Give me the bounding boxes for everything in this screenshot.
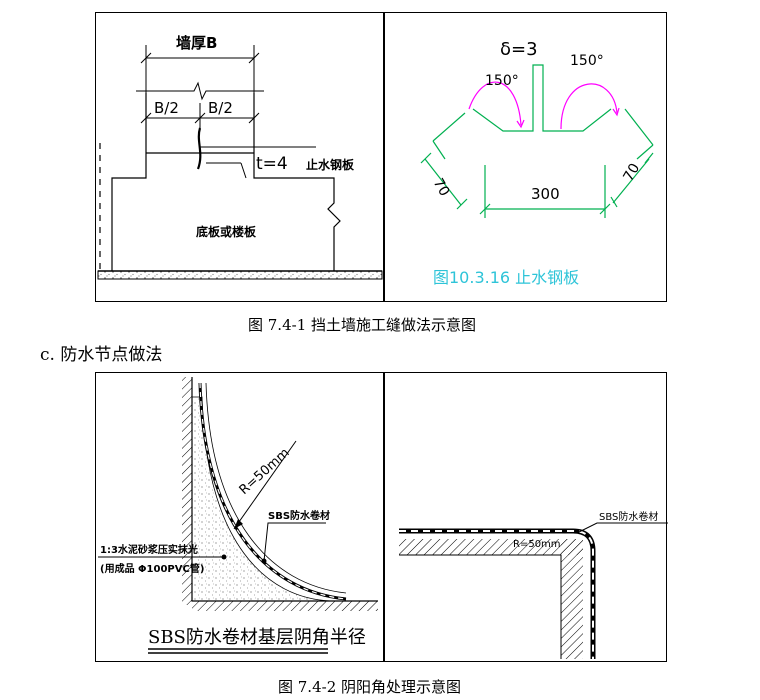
- membrane-label: SBS防水卷材: [268, 509, 330, 522]
- plate-profile: [420, 64, 654, 218]
- fig1-left-panel: 墙厚B B/2 B/2 t=4 止水钢板 底板或楼板: [95, 12, 384, 302]
- delta-label: δ=3: [500, 39, 538, 60]
- wall-outline: [99, 93, 341, 271]
- break-line: [136, 81, 264, 101]
- wall-hatching-right: [561, 539, 583, 659]
- mortar-label-line2: (用成品 Φ100PVC管): [100, 562, 204, 575]
- figure2-caption: 图 7.4-2 阴阳角处理示意图: [278, 678, 462, 696]
- half-left-label: B/2: [154, 99, 179, 117]
- plate-name-label: 止水钢板: [306, 157, 355, 172]
- angle-arcs: [468, 81, 620, 130]
- dim-right-label: 70: [621, 161, 644, 184]
- angle-left-label: 150°: [485, 73, 519, 89]
- angle-right-label: 150°: [570, 53, 604, 69]
- mortar-fillet: [191, 396, 333, 602]
- section-heading: c. 防水节点做法: [40, 345, 163, 365]
- steel-plate: [196, 127, 316, 179]
- slab-hatching: [399, 539, 583, 555]
- fig1-right-panel: δ=3 150° 150° 70 70 300 图10.3.16 止水钢板: [384, 12, 667, 302]
- slab-label: 底板或楼板: [196, 224, 257, 239]
- detail-title: SBS防水卷材基层阴角半径: [148, 627, 366, 648]
- figure1-caption: 图 7.4-1 挡土墙施工缝做法示意图: [248, 316, 477, 334]
- membrane-label-right: SBS防水卷材: [599, 510, 658, 523]
- dim-left-label: 70: [430, 176, 453, 199]
- dim-bottom-label: 300: [531, 185, 560, 203]
- mortar-label-line1: 1:3水泥砂浆压实抹光: [100, 543, 198, 556]
- wall-thickness-dimension: [140, 45, 260, 93]
- radius-label-right: R=50mm: [513, 539, 561, 550]
- wall-thickness-label: 墙厚B: [176, 34, 217, 52]
- half-dimension: [140, 103, 260, 128]
- wall-hatching: [182, 377, 192, 605]
- half-right-label: B/2: [208, 99, 233, 117]
- plate-drawing-title: 图10.3.16 止水钢板: [433, 268, 579, 287]
- plate-thickness-label: t=4: [256, 154, 288, 174]
- fig2-left-panel: R=50mm SBS防水卷材 1:3水泥砂浆压实抹光 (用成品 Φ100PVC管…: [95, 372, 384, 662]
- radius-label: R=50mm: [237, 445, 293, 497]
- floor-hatching: [192, 601, 378, 611]
- fig2-right-panel: SBS防水卷材 R=50mm: [384, 372, 668, 662]
- slab-base-gravel: [97, 270, 383, 280]
